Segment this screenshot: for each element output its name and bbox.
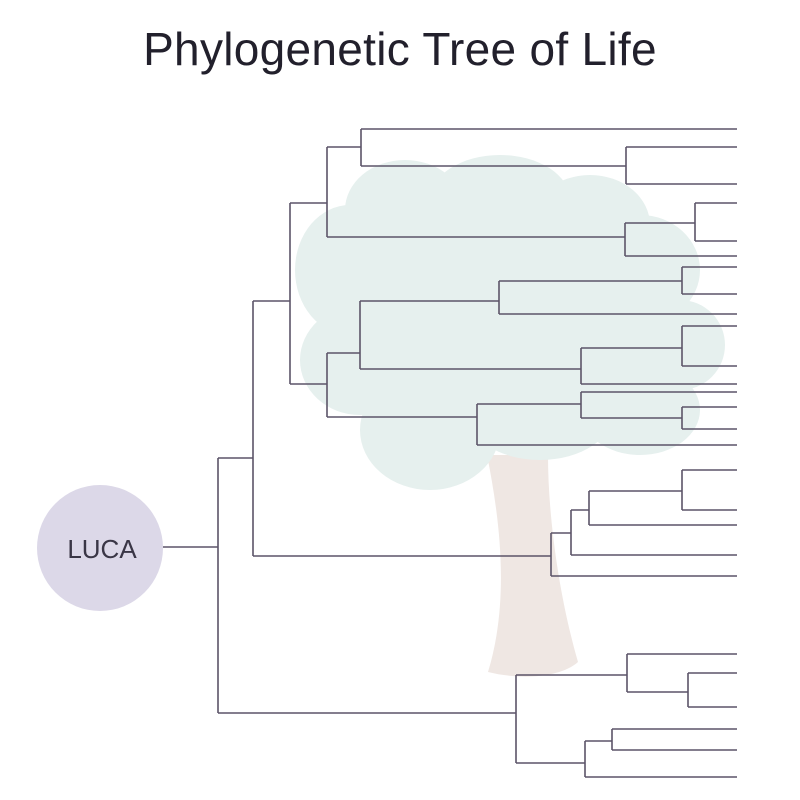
tree-foliage <box>295 155 725 490</box>
page-title: Phylogenetic Tree of Life <box>143 23 657 75</box>
tree-branches <box>163 128 737 778</box>
tree-trunk <box>487 455 578 677</box>
luca-node: LUCA <box>37 485 163 611</box>
tree-illustration <box>295 155 725 677</box>
luca-circle <box>37 485 163 611</box>
luca-label: LUCA <box>67 534 137 564</box>
